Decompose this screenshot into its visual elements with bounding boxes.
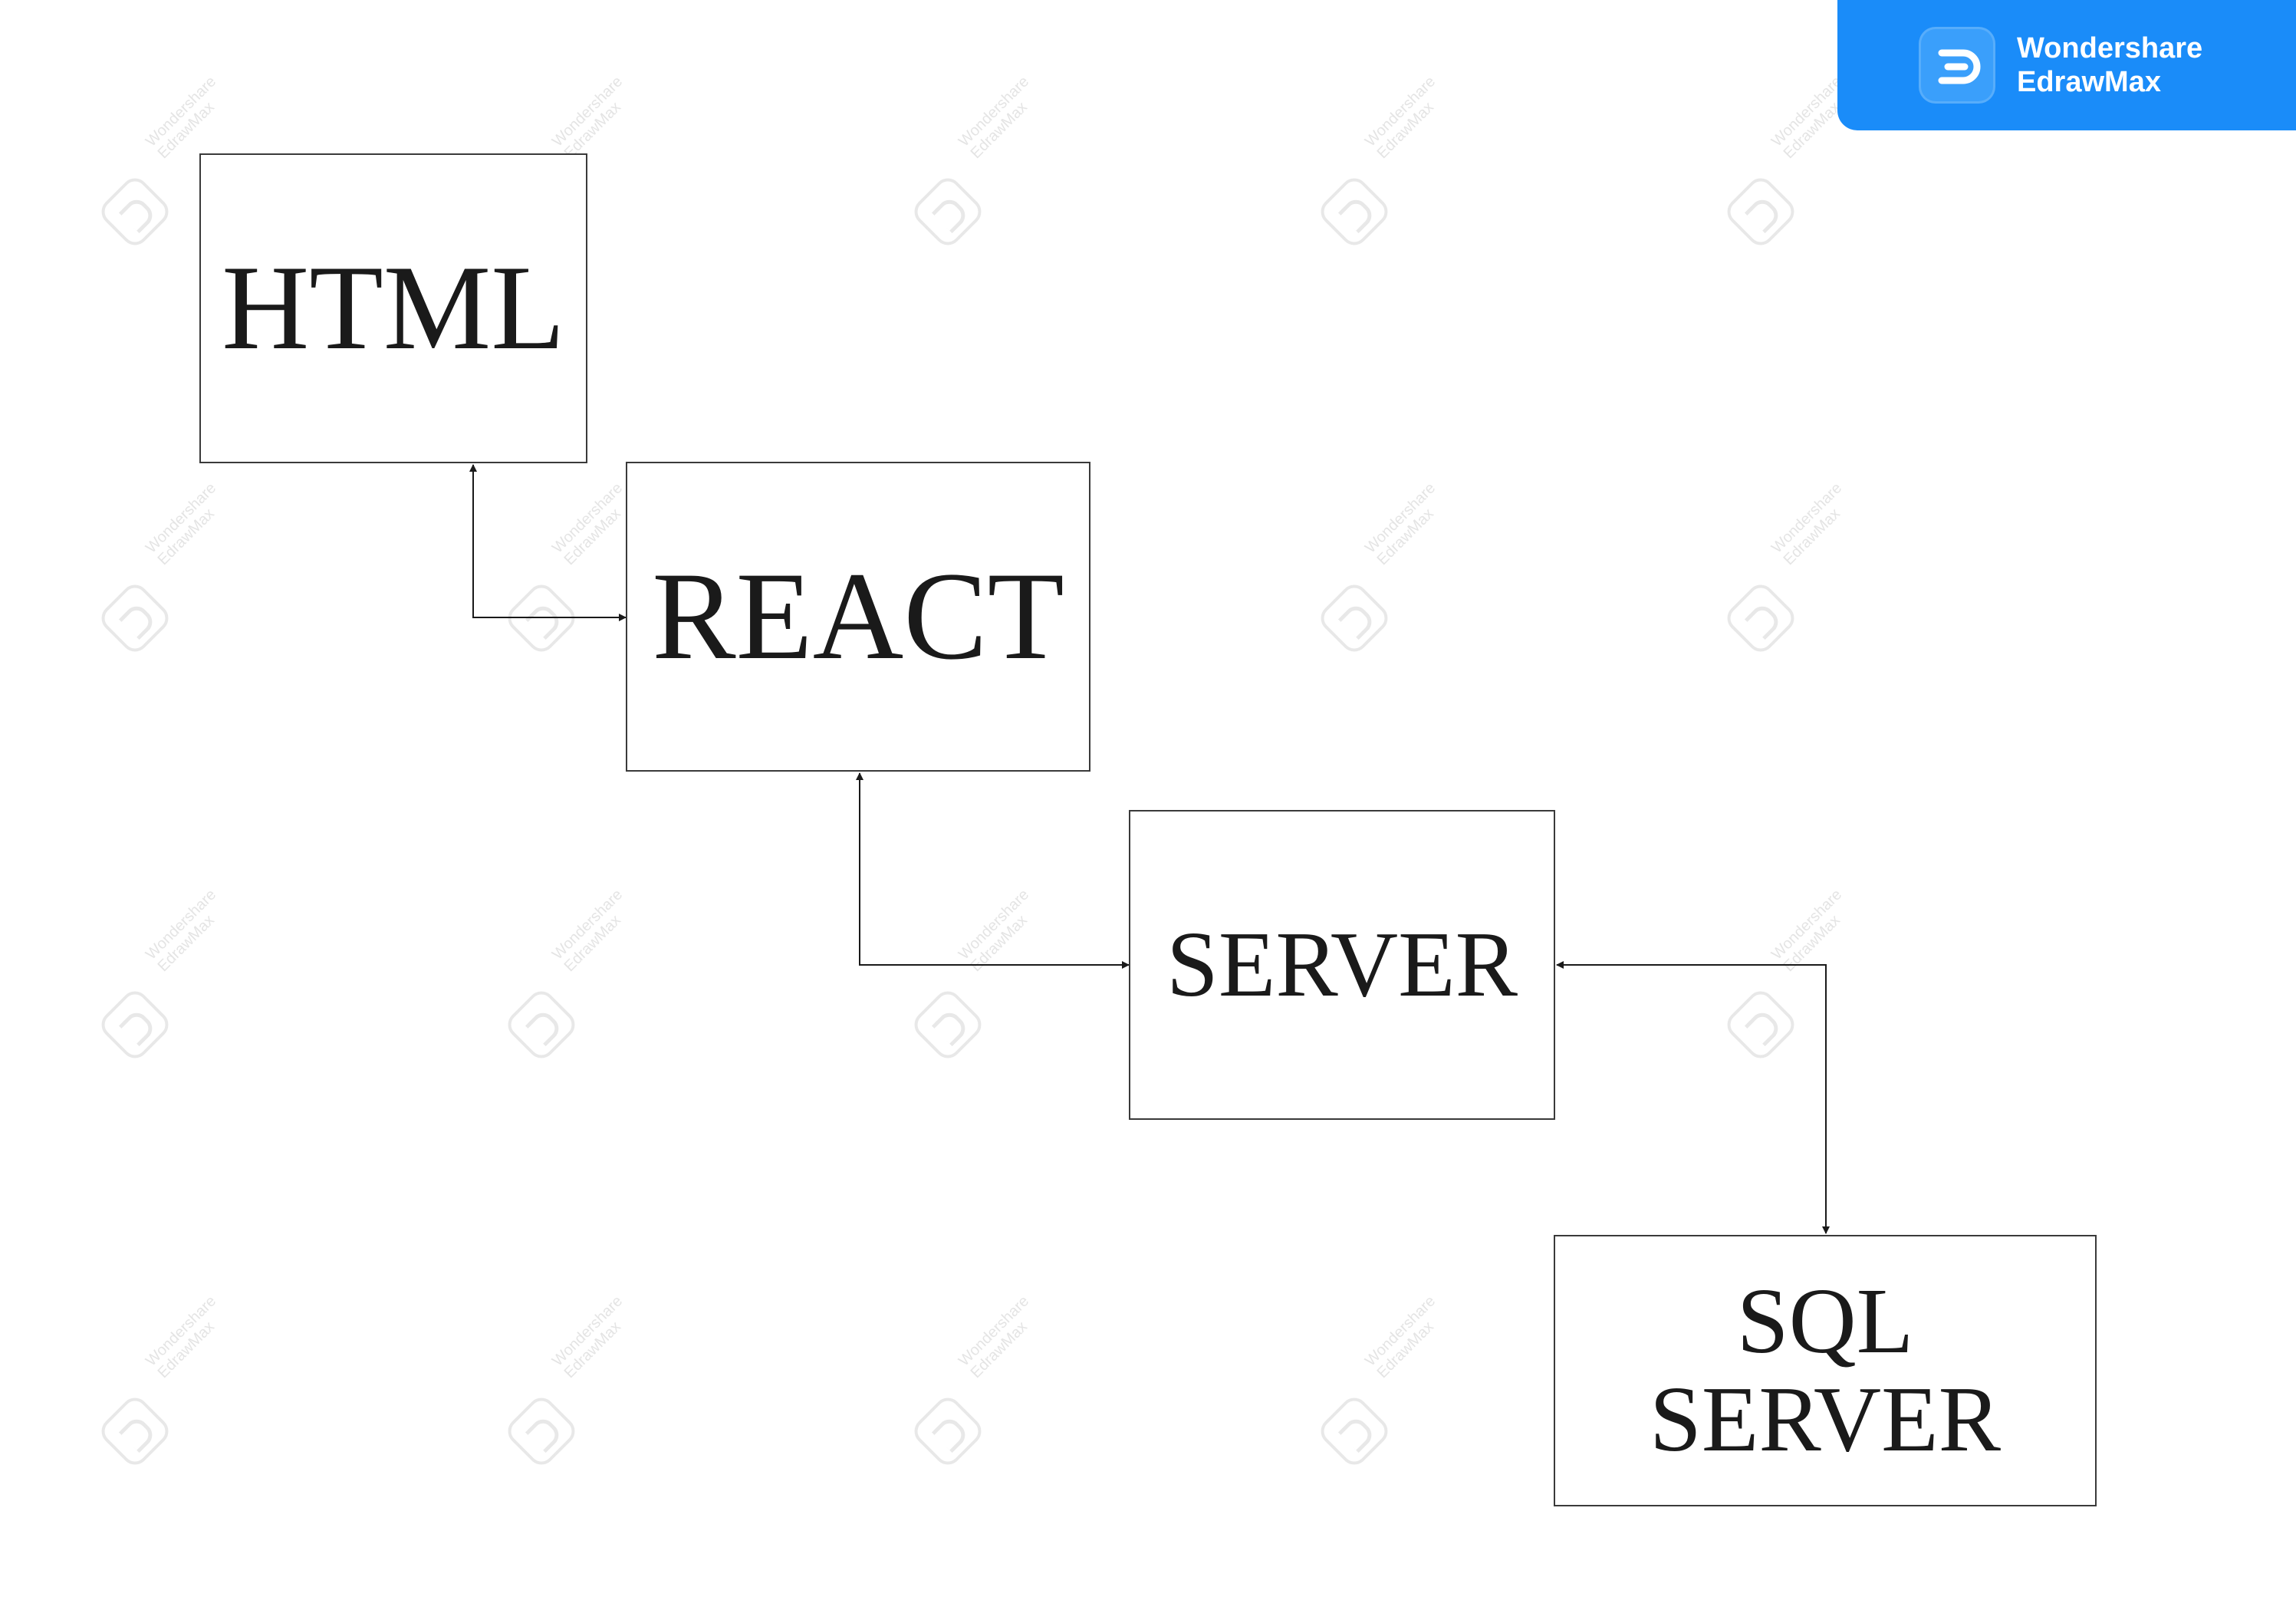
connector-html-react[interactable] [469,464,627,621]
brand-name: Wondershare EdrawMax [2017,31,2202,99]
brand-badge[interactable]: Wondershare EdrawMax [1837,0,2296,130]
brand-name-line2: EdrawMax [2017,66,2161,98]
node-react-label: REACT [652,546,1064,686]
connector-server-sql[interactable] [1556,961,1830,1234]
node-sql-server-label-line1: SQL [1736,1269,1914,1373]
edrawmax-logo-icon [1919,27,1995,104]
node-react[interactable]: REACT [626,462,1090,772]
node-sql-server[interactable]: SQL SERVER [1554,1235,2097,1506]
node-server[interactable]: SERVER [1129,810,1555,1120]
connector-react-server[interactable] [856,772,1130,969]
node-sql-server-text: SQL SERVER [1650,1272,2001,1469]
node-html-label: HTML [222,241,565,376]
node-sql-server-label-line2: SERVER [1650,1368,2001,1471]
brand-name-line1: Wondershare [2017,32,2203,64]
node-html[interactable]: HTML [199,153,587,463]
node-server-label: SERVER [1166,912,1518,1016]
